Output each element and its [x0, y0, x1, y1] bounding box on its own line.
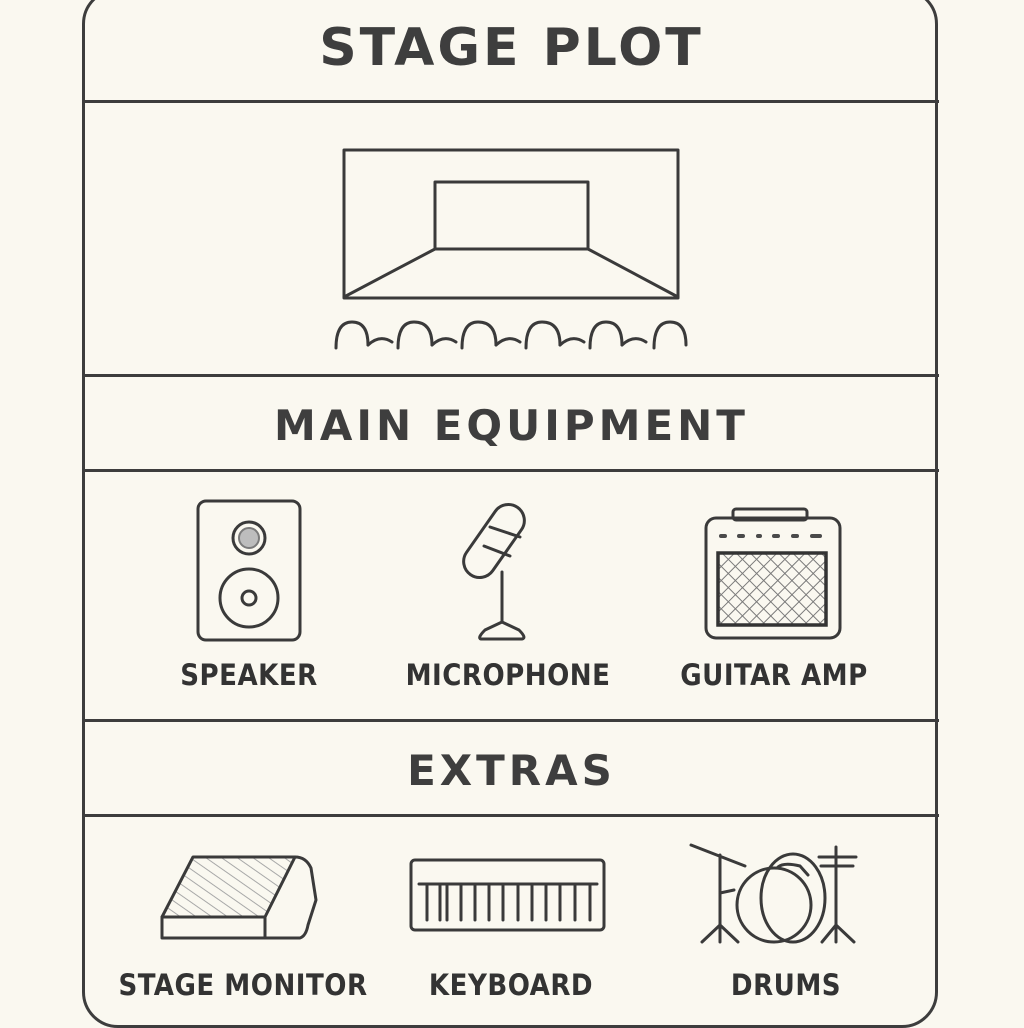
keyboard-label: KEYBOARD: [428, 968, 594, 1002]
drums-icon: [689, 843, 858, 944]
microphone-label: MICROPHONE: [405, 658, 611, 692]
stage-monitor-icon: [160, 855, 318, 940]
stage-diagram-icon: [334, 148, 688, 350]
drums-label: DRUMS: [730, 968, 842, 1002]
divider: [84, 719, 939, 722]
keyboard-icon: [409, 858, 606, 932]
divider: [84, 814, 939, 817]
stage-monitor-label: STAGE MONITOR: [118, 968, 368, 1002]
speaker-icon: [196, 499, 302, 642]
section-title-extras: EXTRAS: [407, 746, 616, 795]
page-title: STAGE PLOT: [319, 18, 704, 78]
section-title-main-equipment: MAIN EQUIPMENT: [274, 401, 749, 450]
divider: [84, 374, 939, 377]
divider: [84, 469, 939, 472]
guitar-amp-label: GUITAR AMP: [680, 658, 868, 692]
microphone-icon: [462, 503, 526, 641]
divider: [84, 100, 939, 103]
audience-icon: [334, 320, 688, 350]
speaker-label: SPEAKER: [180, 658, 318, 692]
guitar-amp-icon: [704, 507, 842, 640]
